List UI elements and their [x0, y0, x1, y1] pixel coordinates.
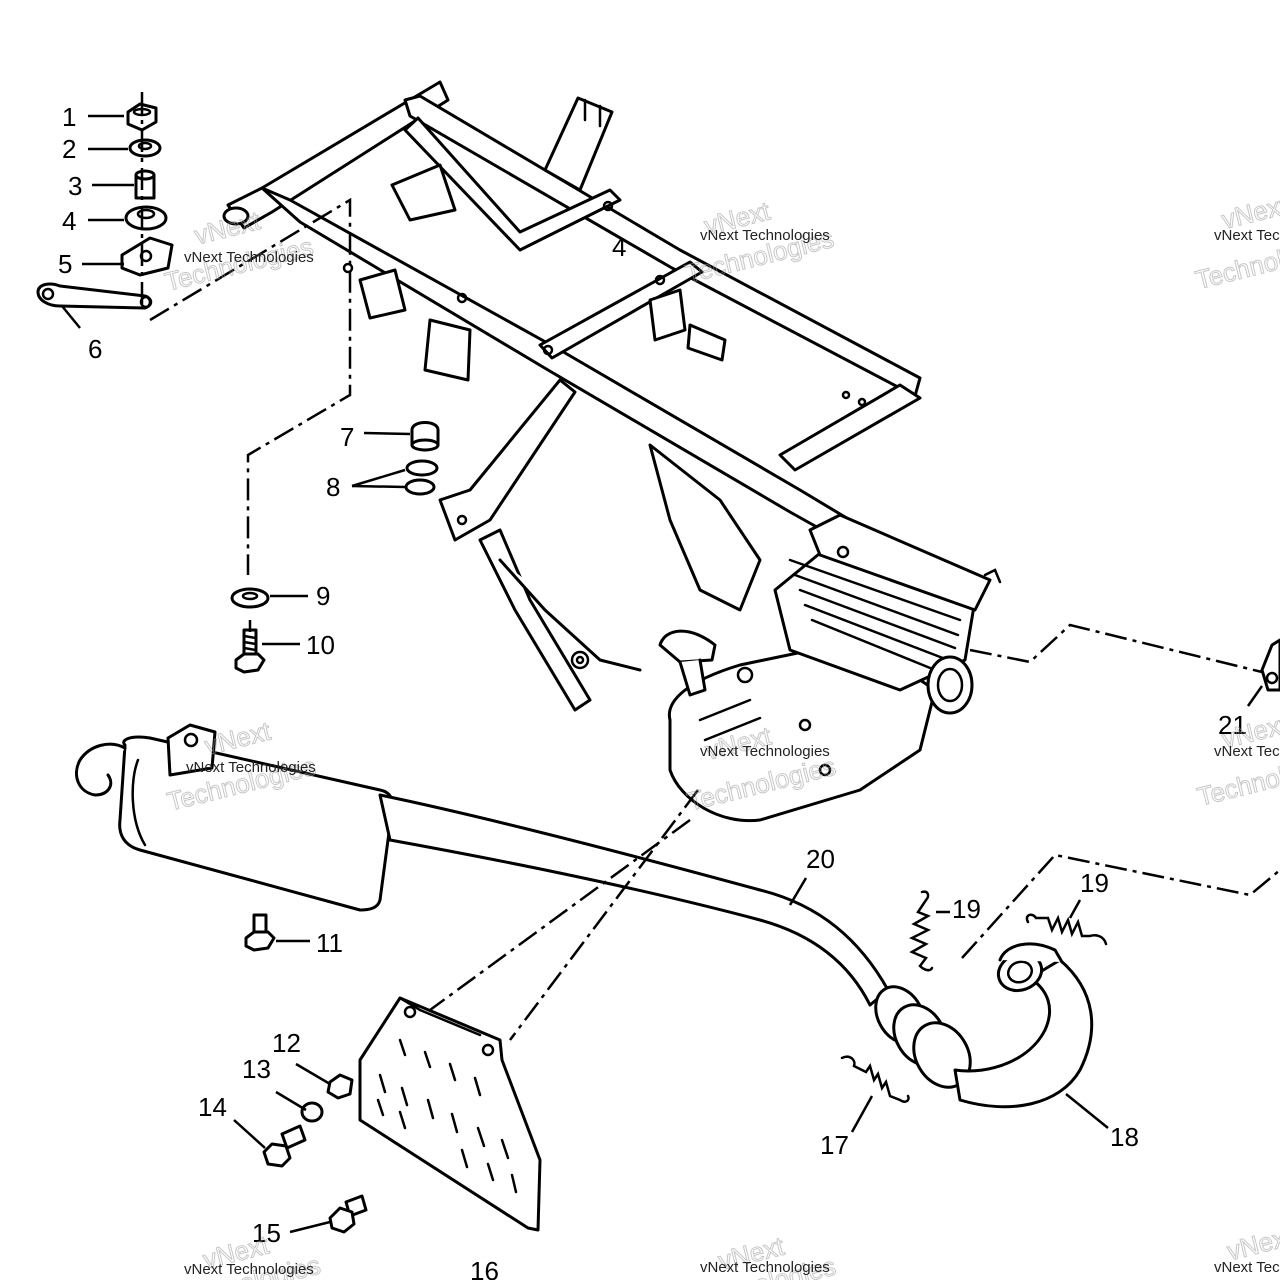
callout-16: 16: [470, 1256, 499, 1280]
svg-text:vNext Technologies: vNext Technologies: [184, 249, 314, 266]
callout-8: 8: [326, 472, 340, 502]
callout-5: 5: [58, 249, 72, 279]
heat-shield: [358, 996, 542, 1232]
callout-15: 15: [252, 1218, 281, 1248]
engine: [658, 513, 1002, 823]
callout-14: 14: [198, 1092, 227, 1122]
hardware: [36, 102, 1280, 1234]
frame: [222, 80, 922, 712]
callout-7: 7: [340, 422, 354, 452]
callout-20: 20: [806, 844, 835, 874]
callout-2: 2: [62, 134, 76, 164]
callout-19-left: 19: [952, 894, 981, 924]
svg-text:vNext Technologies: vNext Technologies: [700, 1259, 830, 1276]
callout-21: 21: [1218, 710, 1247, 740]
callout-13: 13: [242, 1054, 271, 1084]
svg-text:vNext Technologies: vNext Technologies: [184, 1261, 314, 1278]
assembly-lines: [140, 92, 1280, 1041]
svg-text:vNext Technologies: vNext Technologies: [186, 759, 316, 776]
callout-3: 3: [68, 171, 82, 201]
callout-1: 1: [62, 102, 76, 132]
svg-text:vNext Technologies: vNext Technologies: [700, 227, 830, 244]
svg-text:vNext Technologies: vNext Technologies: [1214, 227, 1280, 244]
callout-10: 10: [306, 630, 335, 660]
svg-text:vNext Technologies: vNext Technologies: [700, 743, 830, 760]
callout-4-frame: 4: [612, 232, 626, 262]
leader-lines: [61, 114, 1264, 1234]
svg-text:vNext: vNext: [191, 205, 263, 250]
callout-6: 6: [88, 334, 102, 364]
muffler-assembly: [75, 723, 1094, 1109]
callout-18: 18: [1110, 1122, 1139, 1152]
callout-4: 4: [62, 206, 76, 236]
callout-17: 17: [820, 1130, 849, 1160]
callout-numbers: 1 2 3 4 5 6 7 8 9 10 11 12 13 14 15 16 1…: [58, 102, 1247, 1280]
svg-text:vNext: vNext: [202, 716, 274, 761]
callout-11: 11: [316, 928, 343, 958]
callout-19-right: 19: [1080, 868, 1109, 898]
svg-text:vNext Technologies: vNext Technologies: [1214, 743, 1280, 760]
svg-text:vNext Technologies: vNext Technologies: [1214, 1259, 1280, 1276]
callout-9: 9: [316, 581, 330, 611]
callout-12: 12: [272, 1028, 301, 1058]
